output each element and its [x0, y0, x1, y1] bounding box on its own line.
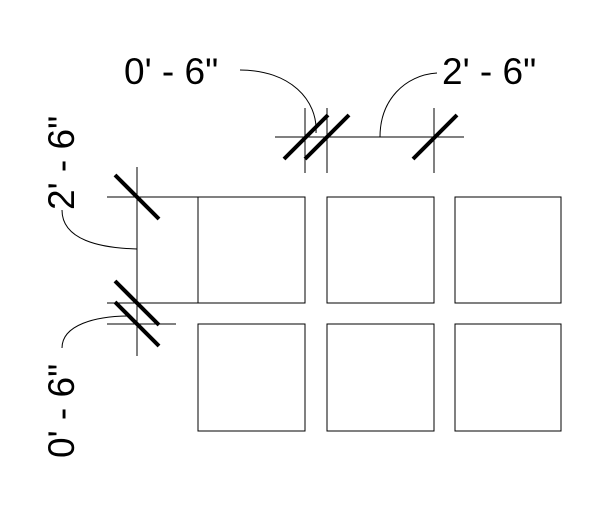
left-tick-3: [113, 300, 161, 348]
top-tick-2: [303, 113, 351, 161]
panel-row2-col2: [326, 323, 435, 432]
left-lower-dimension-label: 0' - 6": [41, 364, 82, 458]
panel-row1-col3: [454, 196, 562, 304]
left-tick-1: [113, 173, 161, 221]
panel-row2-col1: [197, 323, 306, 432]
top-tick-3: [411, 113, 459, 161]
panel-grid: [197, 196, 562, 432]
panel-row2-col3: [454, 323, 562, 432]
left-tick-2: [113, 279, 161, 327]
panel-row1-col1: [197, 196, 306, 304]
left-upper-dimension-label: 2' - 6": [41, 116, 82, 210]
left-leader-lower: [61, 315, 131, 349]
left-dimension-string: [61, 167, 176, 356]
top-leader-left: [239, 69, 317, 134]
left-leader-upper: [61, 209, 138, 250]
panel-row1-col2: [326, 196, 435, 304]
top-leader-right: [379, 72, 438, 138]
top-left-dimension-label: 0' - 6": [124, 51, 218, 92]
top-right-dimension-label: 2' - 6": [442, 51, 536, 92]
top-tick-1: [282, 113, 330, 161]
top-dimension-string: [239, 69, 464, 173]
